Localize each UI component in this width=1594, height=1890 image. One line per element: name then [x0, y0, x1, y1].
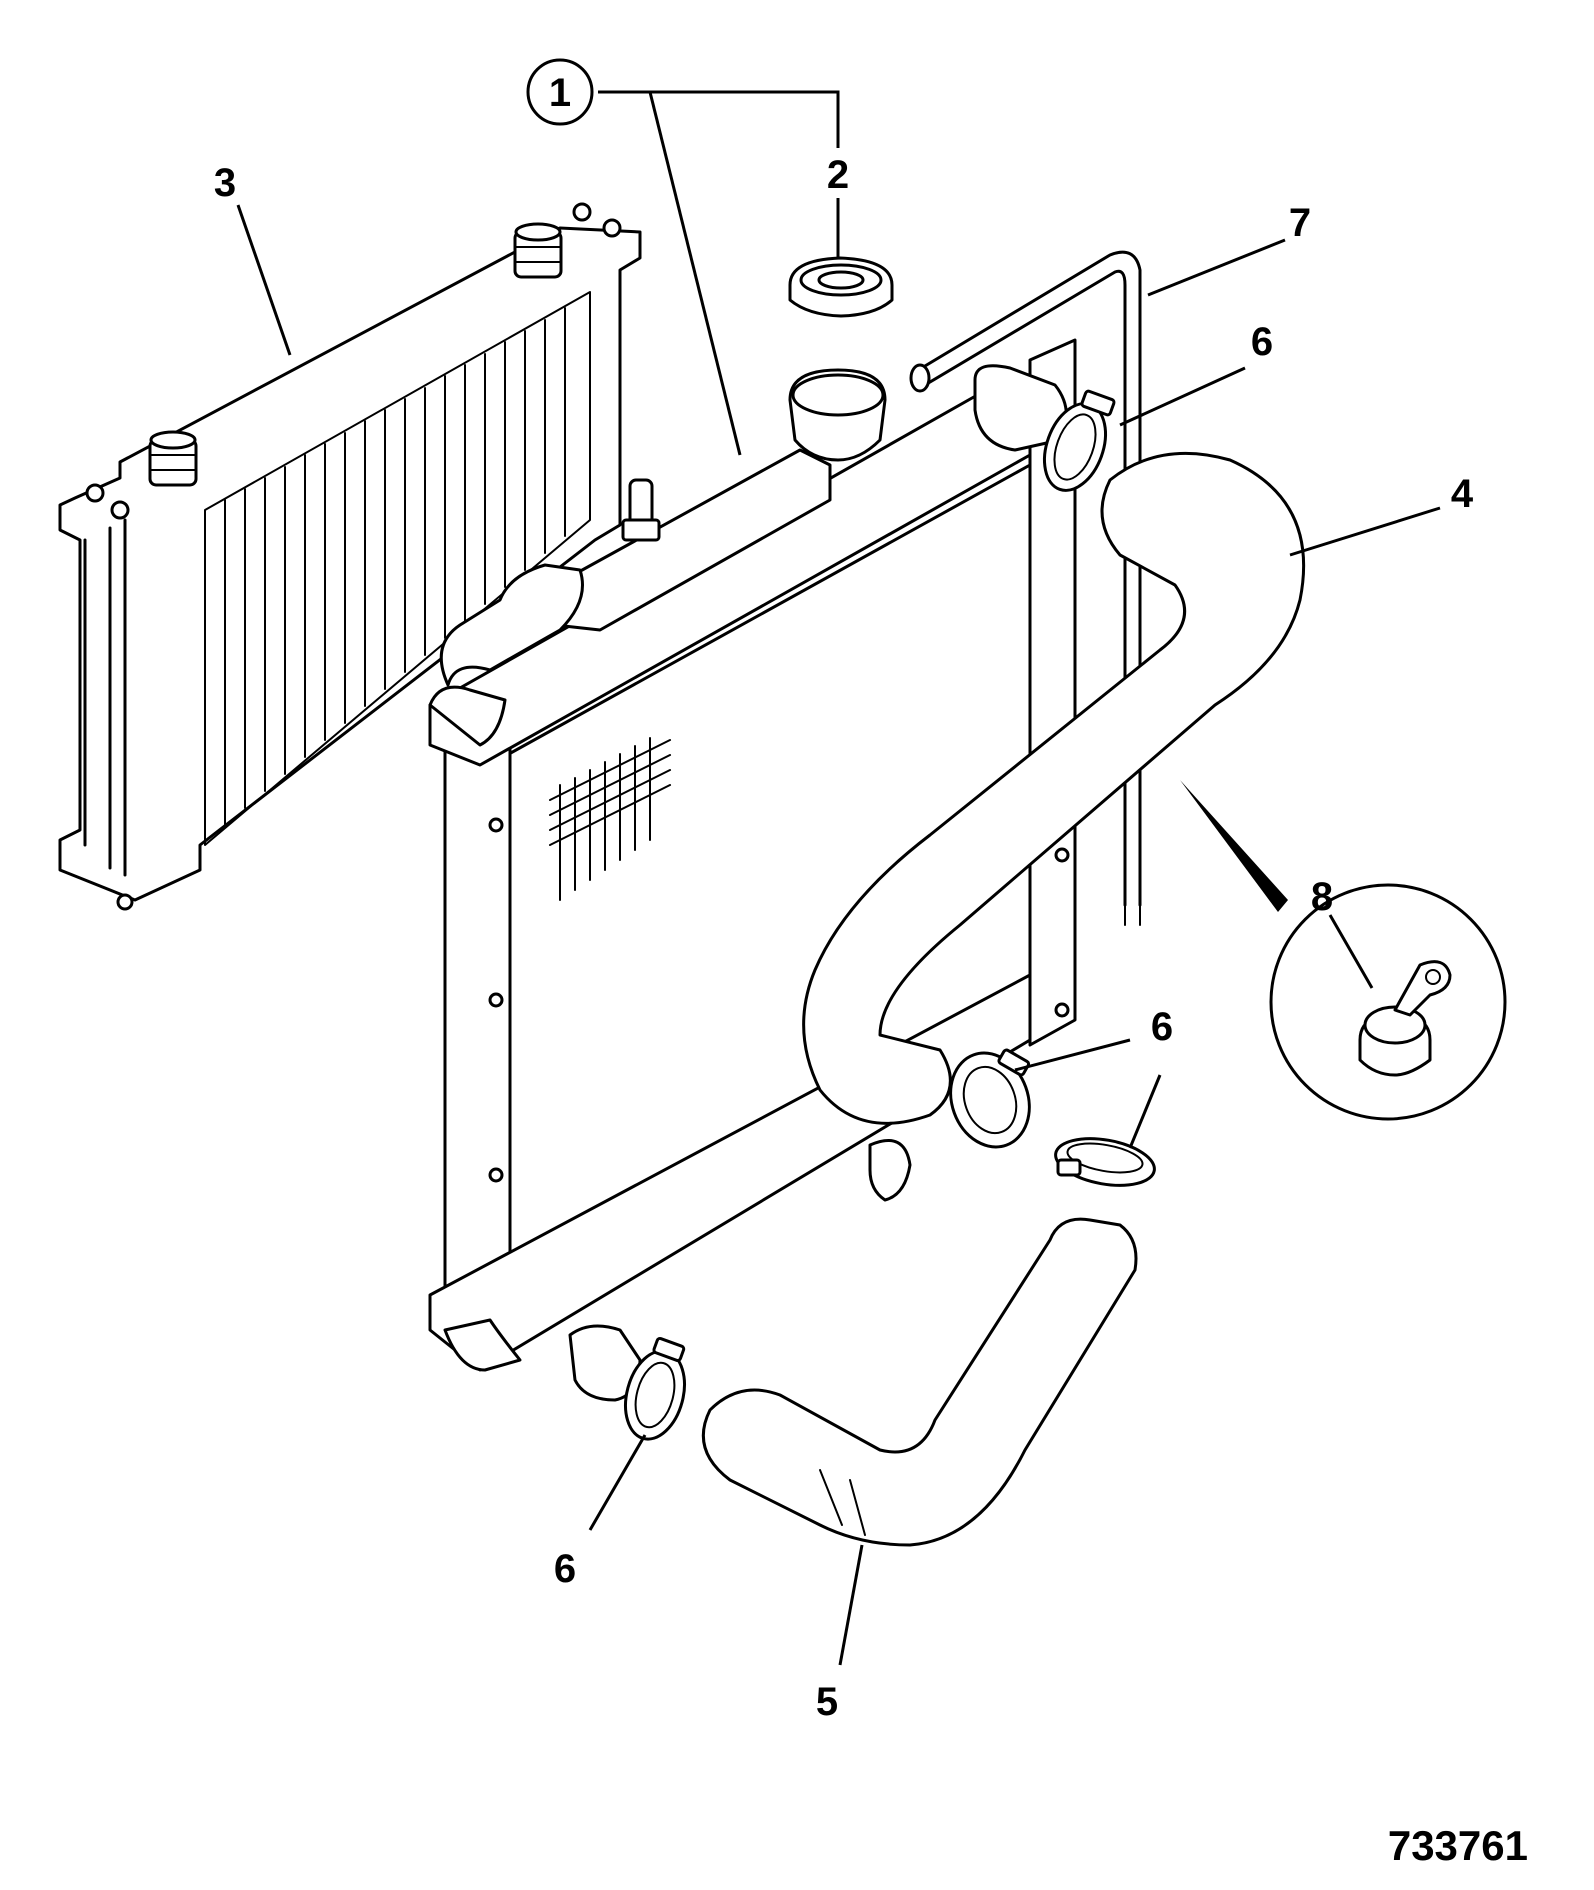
top-hose [802, 451, 1306, 1125]
oil-cooler-fins [224, 307, 566, 826]
oil-cooler-fitting-left [148, 430, 198, 487]
bottom-hose [701, 1217, 1138, 1547]
oil-cooler-bolts [85, 202, 622, 911]
callout-6-bottom-left: 6 [554, 1547, 576, 1591]
callout-3: 3 [214, 161, 236, 205]
callout-7: 7 [1289, 201, 1311, 245]
svg-text:1: 1 [549, 71, 571, 115]
callout-6-top: 6 [1251, 320, 1273, 364]
figure-number: 733761 [1388, 1822, 1528, 1869]
callout-8: 8 [1311, 875, 1333, 919]
callout-4: 4 [1451, 472, 1474, 516]
filler-cap [788, 256, 894, 318]
callout-1: 1 [526, 58, 594, 126]
bleed-pipe [909, 250, 1142, 926]
callout-2: 2 [827, 153, 849, 197]
callout-5: 5 [816, 1680, 838, 1724]
callout-6-middle: 6 [1151, 1005, 1173, 1049]
hose-clip-hose5-top [1054, 1137, 1156, 1187]
hose-clip-upper [1043, 389, 1116, 492]
grommet [1358, 960, 1452, 1077]
oil-cooler-fitting-right [513, 222, 563, 279]
oil-cooler [58, 202, 642, 911]
hose-clip-lower-top [949, 1048, 1031, 1149]
detail-inset [1180, 780, 1507, 1121]
radiator-fin-hatch [549, 737, 671, 901]
leader-lines [236, 90, 1441, 1666]
